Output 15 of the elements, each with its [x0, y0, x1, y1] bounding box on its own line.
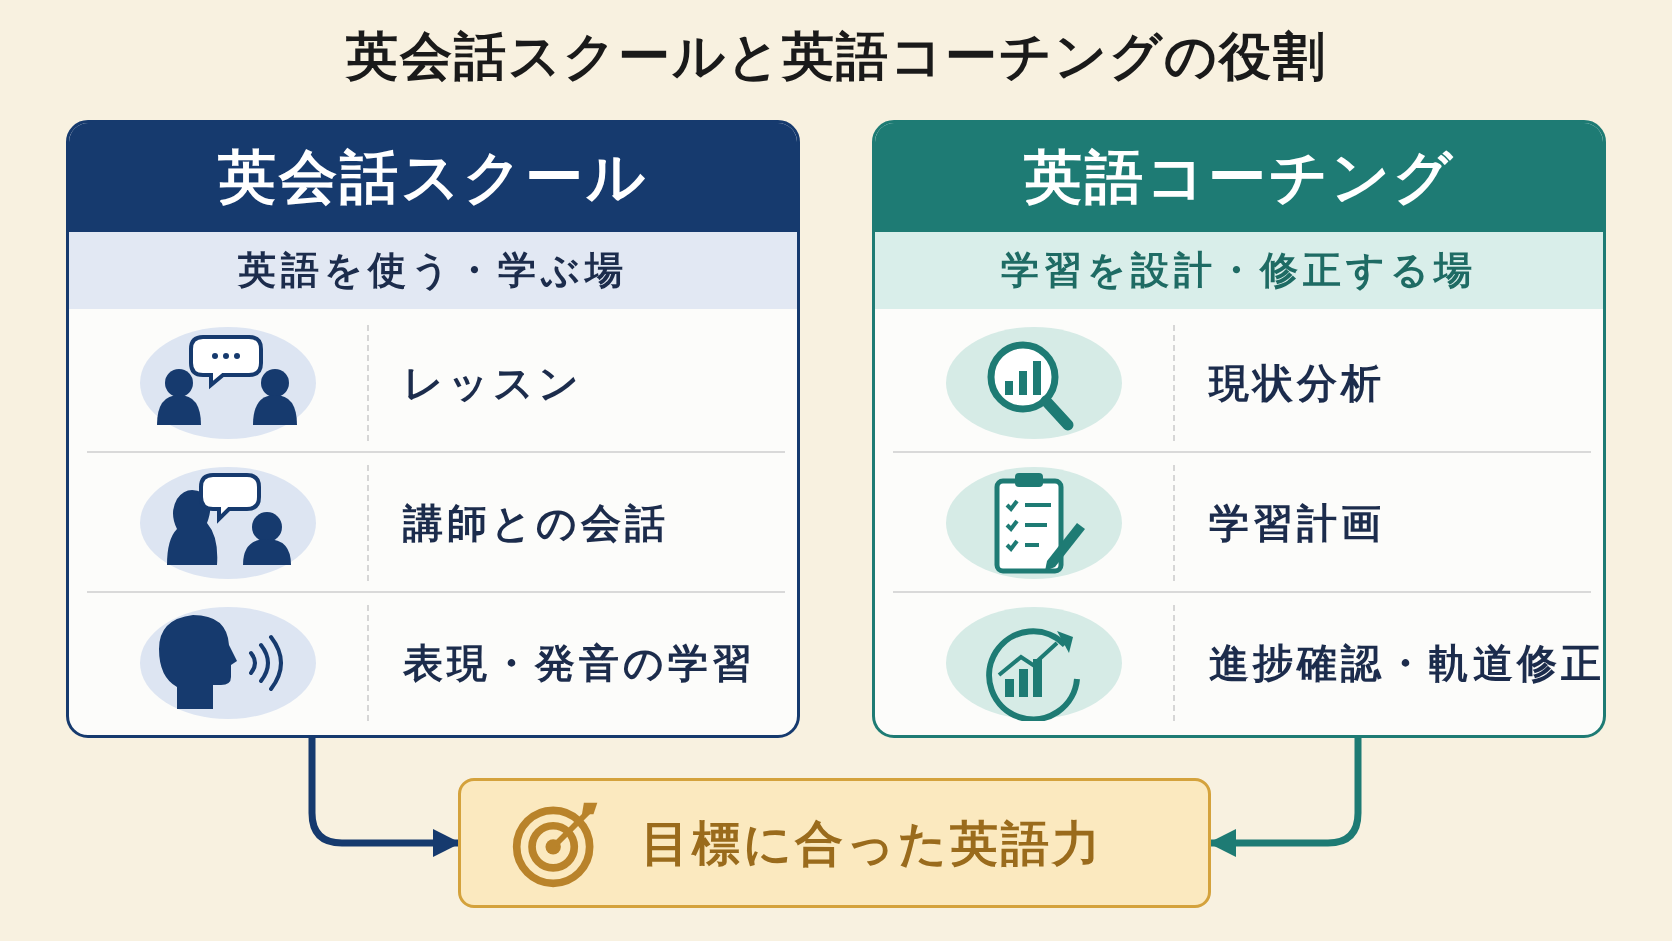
diagram-title: 英会話スクールと英語コーチングの役割	[344, 25, 1328, 88]
item-label: 講師との会話	[367, 465, 669, 581]
panel-subheader: 学習を設計・修正する場	[875, 232, 1603, 309]
panel-card	[872, 120, 1606, 738]
item-label: 学習計画	[1173, 465, 1385, 581]
item-label: 表現・発音の学習	[367, 605, 756, 721]
goal-label: 目標に合った英語力	[641, 814, 1103, 873]
goal-box	[458, 778, 1211, 908]
item-label: 進捗確認・軌道修正	[1173, 605, 1603, 721]
panel-card	[66, 120, 800, 738]
panel-subheader: 英語を使う・学ぶ場	[69, 232, 797, 309]
panel-header: 英語コーチング	[875, 123, 1603, 232]
item-label: 現状分析	[1173, 325, 1385, 441]
item-label: レッスン	[367, 325, 583, 441]
panel-header: 英会話スクール	[69, 123, 797, 232]
